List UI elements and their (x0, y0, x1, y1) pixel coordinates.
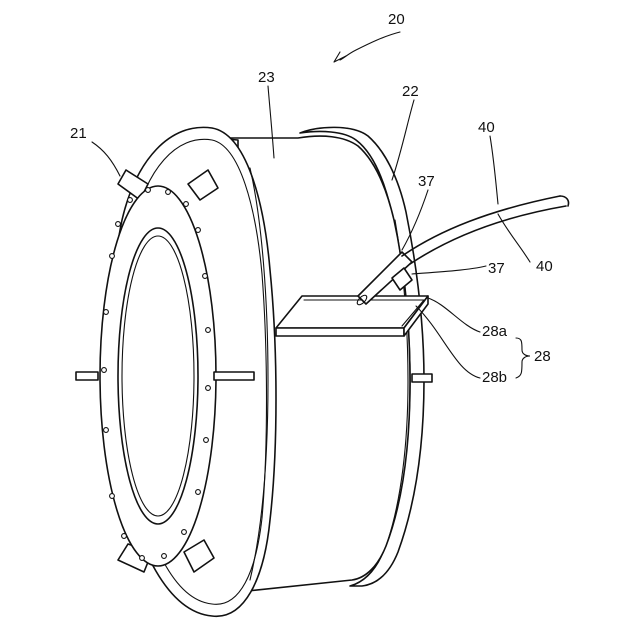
front-face-ring (100, 186, 216, 566)
label-conduit-lower: 37 (488, 260, 505, 277)
label-housing: 23 (258, 69, 275, 86)
label-cable-lower: 40 (536, 258, 553, 275)
label-rear-ring: 22 (402, 83, 419, 100)
cable (402, 196, 569, 264)
plate (276, 296, 428, 336)
label-front-ring: 21 (70, 125, 87, 142)
label-device: 20 (388, 11, 405, 28)
label-plate-top: 28a (482, 323, 508, 340)
label-plate-bottom: 28b (482, 369, 507, 386)
label-conduit-upper: 37 (418, 173, 435, 190)
label-plate: 28 (534, 348, 551, 365)
label-cable-upper: 40 (478, 119, 495, 136)
